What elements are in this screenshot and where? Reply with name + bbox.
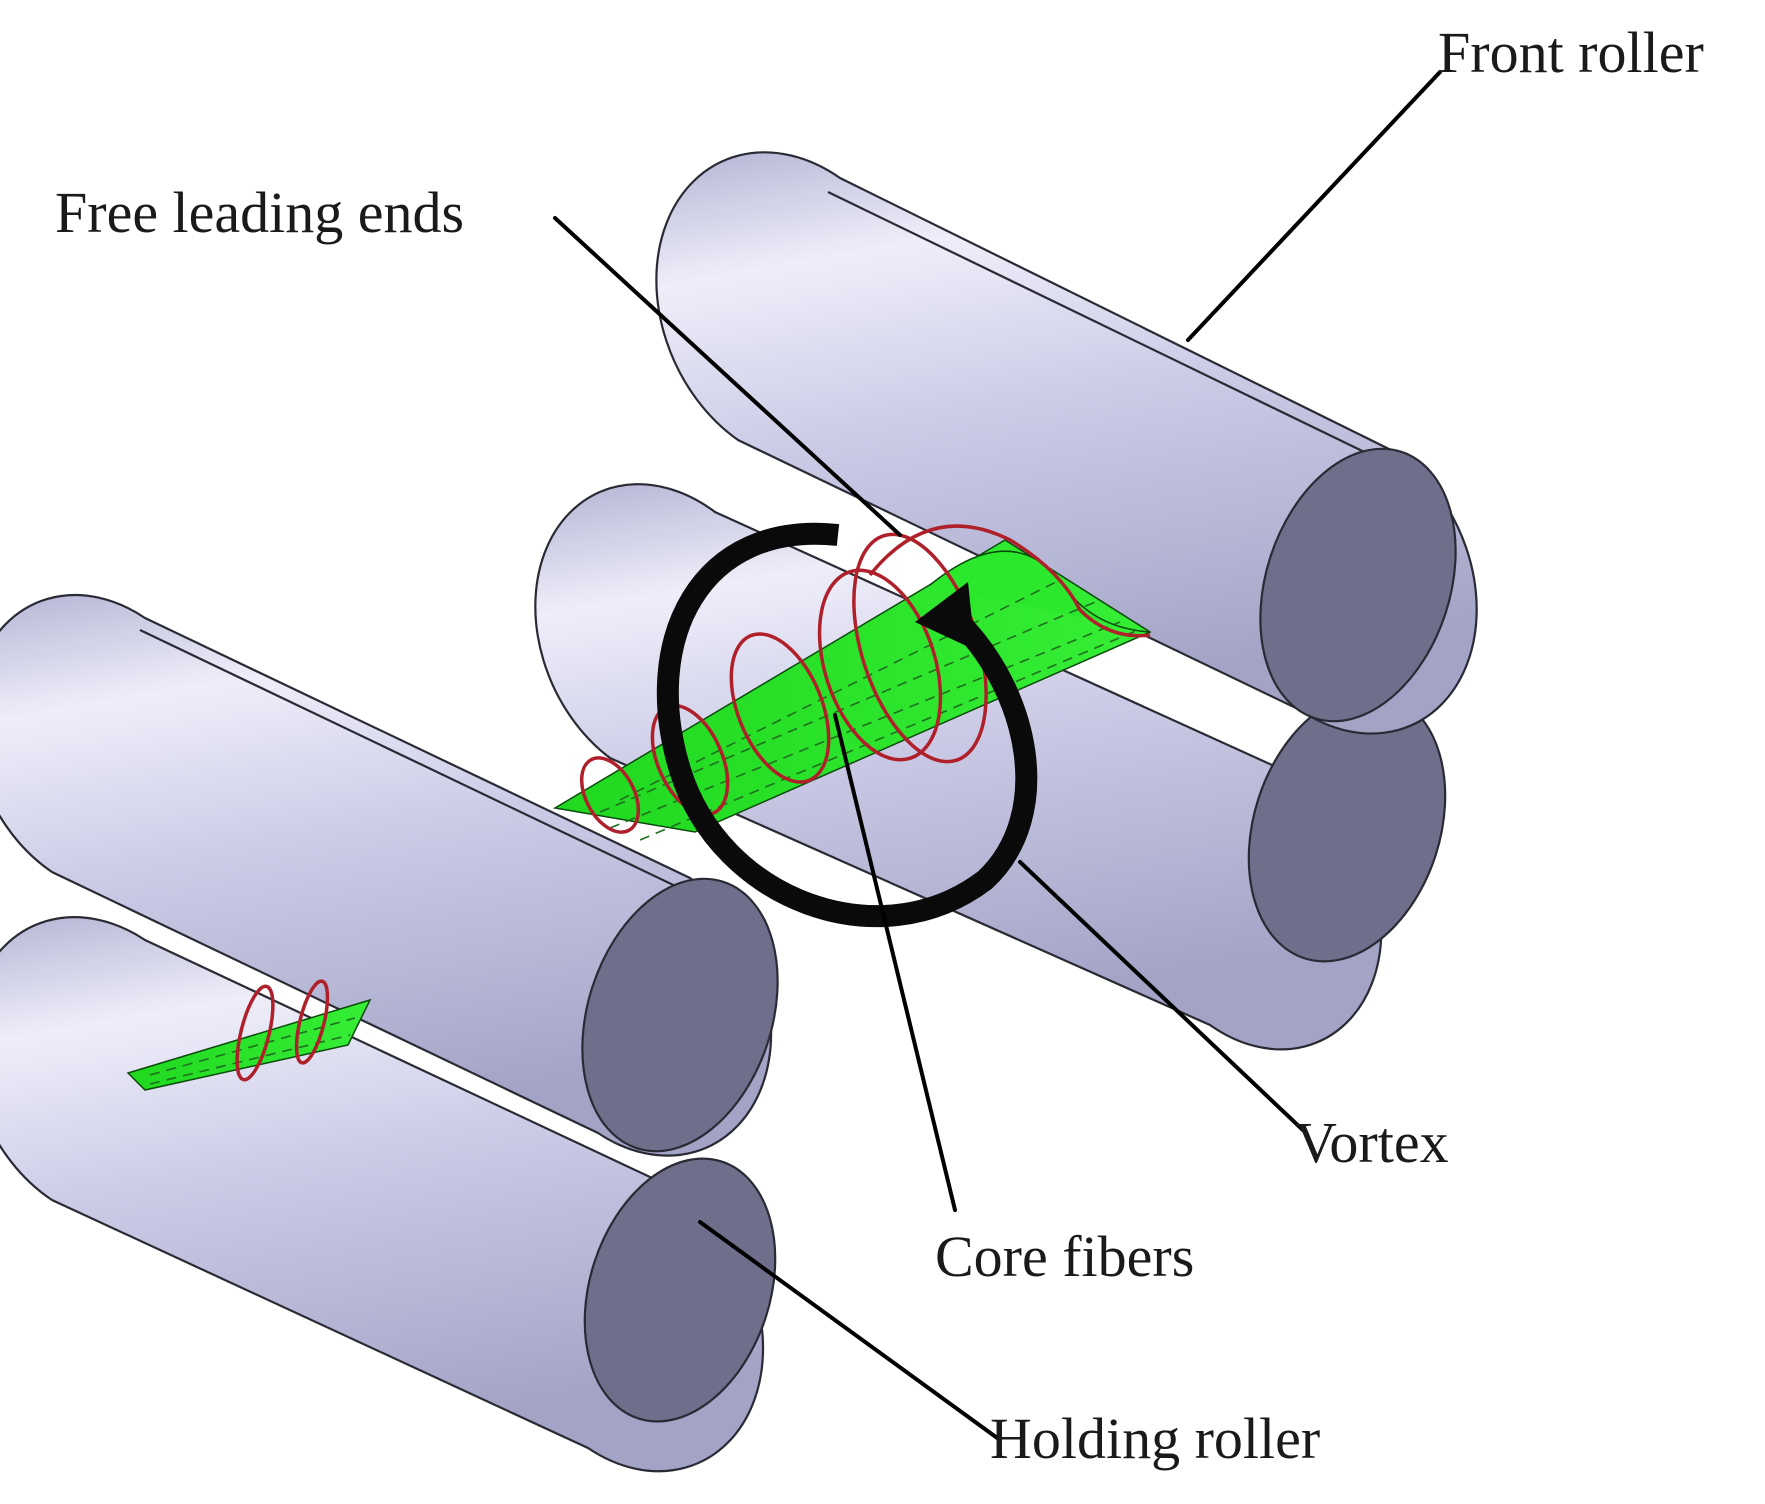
leader-vortex	[1018, 860, 1307, 1134]
leader-holding-roller	[698, 1220, 1002, 1442]
front-roller-pair	[534, 151, 1478, 1051]
label-holding-roller: Holding roller	[990, 1406, 1320, 1471]
holding-nip-strand	[126, 979, 372, 1091]
front-roller-top	[655, 151, 1478, 735]
label-front-roller: Front roller	[1438, 20, 1704, 85]
wrapper-fibers	[579, 524, 1151, 834]
holding-roller-top	[0, 593, 779, 1157]
vortex-arrow	[656, 522, 1038, 927]
leader-front-roller	[1186, 70, 1442, 342]
label-vortex: Vortex	[1295, 1110, 1449, 1175]
leader-core-fibers	[833, 713, 957, 1212]
front-roller-bottom	[534, 483, 1447, 1051]
label-core-fibers: Core fibers	[935, 1224, 1194, 1289]
label-free-leading-ends: Free leading ends	[55, 180, 464, 245]
leader-free-leading-ends	[553, 216, 902, 537]
leader-lines	[553, 70, 1442, 1442]
